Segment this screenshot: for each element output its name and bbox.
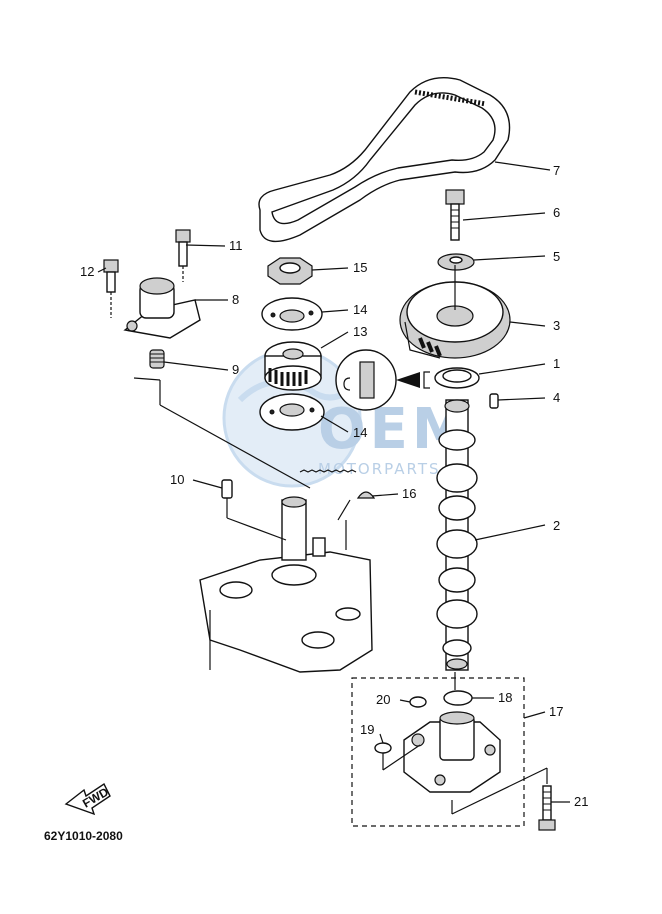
fwd-arrow-icon: FWD: [64, 782, 111, 816]
callout-16: 16: [402, 486, 416, 501]
oil-seal: [434, 367, 480, 389]
dowel-pin-left: [221, 479, 233, 499]
spring: [149, 349, 165, 369]
leader-lines: [97, 161, 570, 815]
woodruff-key: [356, 491, 376, 499]
callout-10: 10: [170, 472, 184, 487]
callout-19: 19: [360, 722, 374, 737]
callout-20: 20: [376, 692, 390, 707]
diagram-code: 62Y1010-2080: [44, 829, 123, 843]
callout-3: 3: [553, 318, 560, 333]
callout-5: 5: [553, 249, 560, 264]
nut: [267, 257, 313, 285]
callout-17: 17: [549, 704, 563, 719]
callout-13: 13: [353, 324, 367, 339]
plate-lower: [259, 393, 325, 431]
callout-11: 11: [229, 238, 243, 253]
watermark-tagline: MOTORPARTS: [318, 460, 441, 478]
callout-1: 1: [553, 356, 560, 371]
callout-18: 18: [498, 690, 512, 705]
driven-pulley: [399, 265, 511, 359]
washer: [437, 253, 475, 271]
timing-belt: [258, 77, 511, 243]
callout-14-upper: 14: [353, 302, 367, 317]
dowel-pin-right: [489, 393, 499, 409]
callout-7: 7: [553, 163, 560, 178]
camshaft: [436, 399, 478, 671]
callout-9: 9: [232, 362, 239, 377]
callout-6: 6: [553, 205, 560, 220]
pump-bolt: [538, 785, 556, 831]
cylinder-block: [199, 469, 373, 673]
callout-21: 21: [574, 794, 588, 809]
bracket-bolt: [103, 259, 119, 318]
camshaft-pulley-bolt: [445, 189, 465, 241]
detail-bubble: [335, 349, 430, 411]
callout-labels: 1 2 3 4 5 6 7 8 9 10 11 12 13 14 14 15 1…: [80, 163, 588, 809]
callout-4: 4: [553, 390, 560, 405]
tensioner: [123, 277, 201, 339]
callout-15: 15: [353, 260, 367, 275]
callout-2: 2: [553, 518, 560, 533]
oil-pump-group: [351, 677, 525, 827]
tensioner-bolt: [175, 229, 191, 282]
callout-8: 8: [232, 292, 239, 307]
callout-12: 12: [80, 264, 94, 279]
drive-pulley: [264, 341, 322, 391]
callout-14-lower: 14: [353, 425, 367, 440]
plate-upper: [261, 297, 323, 331]
